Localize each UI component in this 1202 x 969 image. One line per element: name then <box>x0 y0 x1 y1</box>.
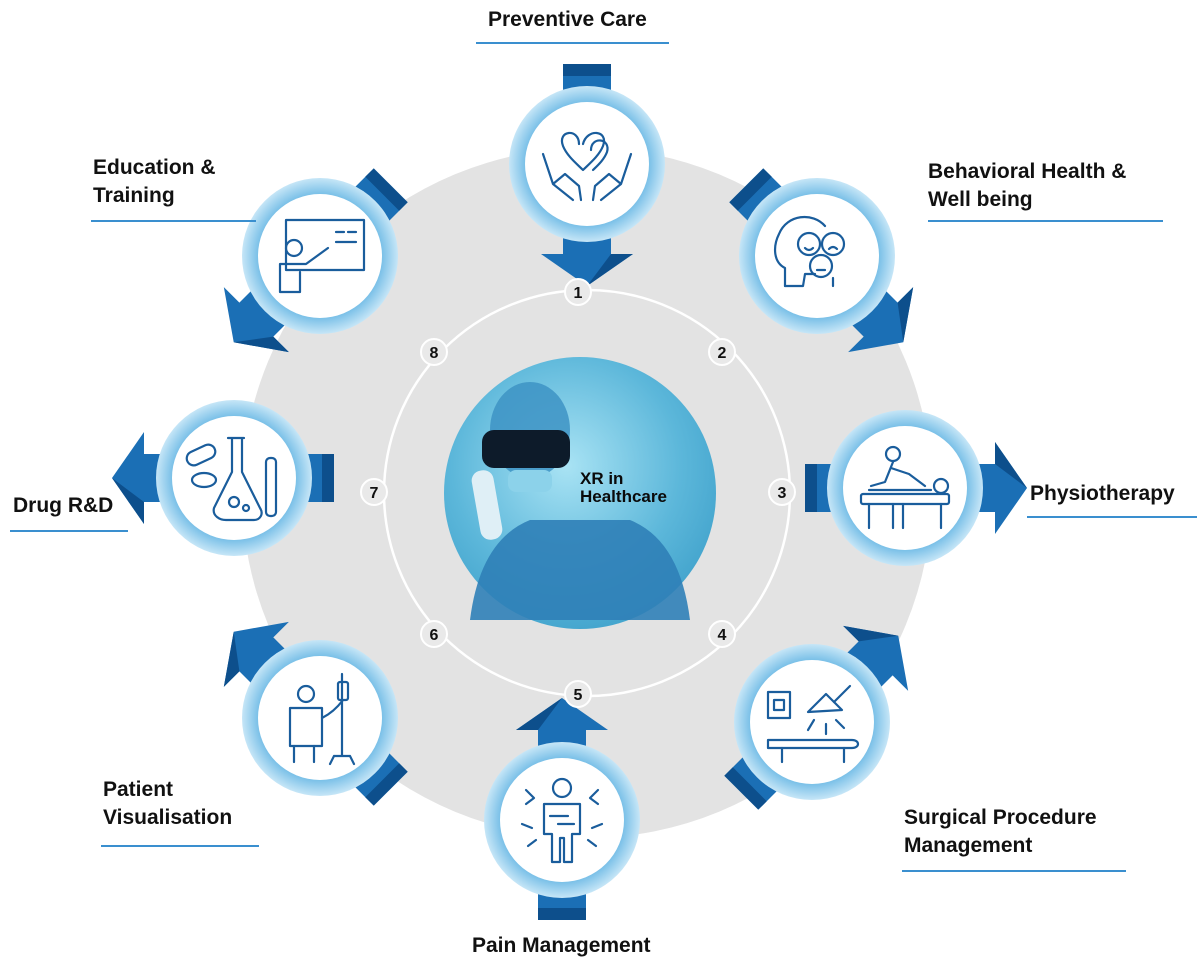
center-photo <box>444 357 716 629</box>
node-3 <box>827 410 983 566</box>
surgical-lamp-bed-icon <box>766 684 860 764</box>
teacher-board-icon <box>278 218 366 294</box>
number-badge-3: 3 <box>768 478 796 506</box>
node-8 <box>242 178 398 334</box>
number-badge-text: 4 <box>718 627 727 644</box>
underline-behavioral-health <box>928 220 1163 222</box>
center-title: XR in Healthcare <box>580 470 667 506</box>
label-pain-management: Pain Management <box>472 934 651 957</box>
number-badge-7: 7 <box>360 478 388 506</box>
underline-education-training <box>91 220 256 222</box>
number-badge-text: 1 <box>574 285 583 302</box>
pills-flask-icon <box>185 436 278 522</box>
label-drug-rd: Drug R&D <box>13 494 114 517</box>
number-badge-text: 5 <box>574 687 583 704</box>
number-badge-text: 8 <box>430 345 439 362</box>
underline-drug-rd <box>10 530 128 532</box>
label-behavioral-health: Behavioral Health & Well being <box>928 160 1127 211</box>
number-badge-8: 8 <box>420 338 448 366</box>
node-2 <box>739 178 895 334</box>
hands-heart-icon <box>541 131 633 202</box>
number-badge-text: 3 <box>778 485 787 502</box>
nodes <box>156 86 983 898</box>
number-badge-5: 5 <box>564 680 592 708</box>
node-7 <box>156 400 312 556</box>
patient-iv-drip-icon <box>288 672 356 766</box>
label-education-training: Education & Training <box>93 156 216 207</box>
number-badge-2: 2 <box>708 338 736 366</box>
head-emotions-icon <box>773 215 846 288</box>
person-pain-icon <box>520 777 604 864</box>
number-badge-4: 4 <box>708 620 736 648</box>
node-6 <box>242 640 398 796</box>
physiotherapy-table-icon <box>859 445 951 530</box>
label-surgical-procedure: Surgical Procedure Management <box>904 806 1097 857</box>
number-badge-1: 1 <box>564 278 592 306</box>
center-title-line1: XR in <box>580 469 624 488</box>
number-badge-text: 7 <box>370 485 379 502</box>
number-badge-text: 6 <box>430 627 439 644</box>
underline-surgical-procedure <box>902 870 1126 872</box>
underline-patient-visualisation <box>101 845 259 847</box>
number-badge-text: 2 <box>718 345 727 362</box>
center-title-line2: Healthcare <box>580 487 667 506</box>
label-patient-visualisation: Patient Visualisation <box>103 778 233 829</box>
number-badges: 1 2 3 4 5 6 7 8 <box>360 278 796 708</box>
label-preventive-care: Preventive Care <box>488 8 647 31</box>
underline-preventive-care <box>476 42 669 44</box>
number-badge-6: 6 <box>420 620 448 648</box>
node-4 <box>734 644 890 800</box>
underline-physiotherapy <box>1027 516 1197 518</box>
label-physiotherapy: Physiotherapy <box>1030 482 1175 505</box>
node-1 <box>509 86 665 242</box>
node-5 <box>484 742 640 898</box>
